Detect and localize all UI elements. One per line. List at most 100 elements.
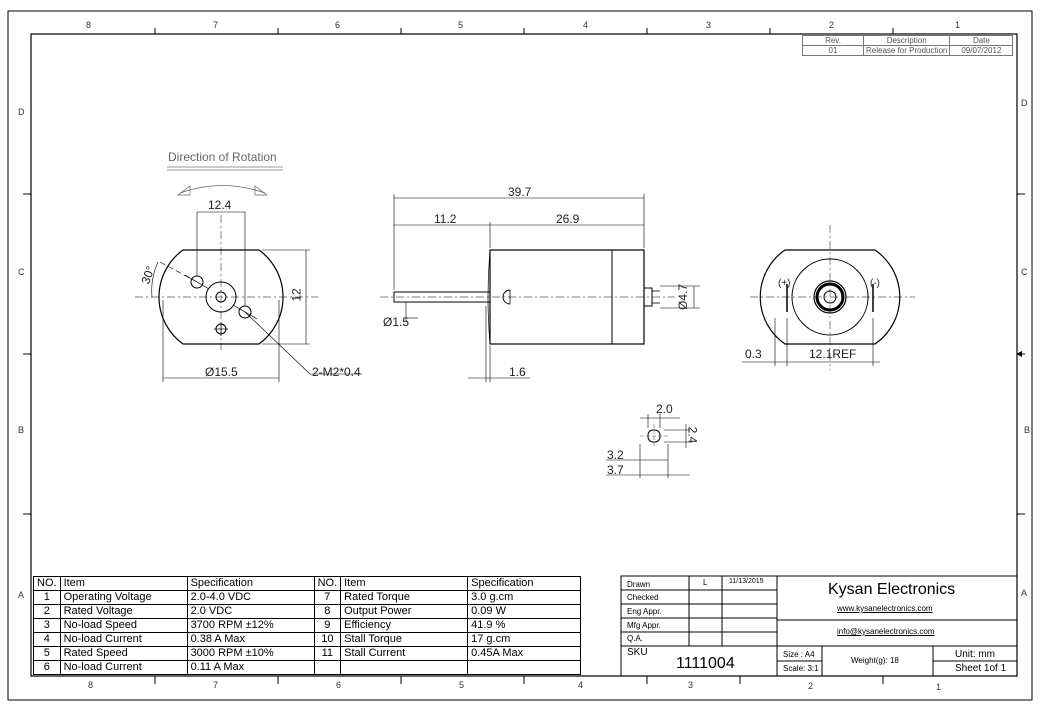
terminal-plus-label: (+): [778, 278, 791, 289]
spec-header-no: NO.: [33, 576, 61, 591]
spec-cell: 10: [313, 632, 342, 647]
qa-label: Q.A.: [627, 634, 644, 643]
spec-cell: 0.45A Max: [467, 646, 582, 661]
zone-bottom-5: 5: [459, 680, 465, 690]
spec-cell: 3.0 g.cm: [467, 590, 582, 605]
dim-3-7: 3.7: [607, 463, 624, 477]
table-row: 2 Rated Voltage 2.0 VDC 8 Output Power 0…: [33, 604, 582, 619]
zone-top-1: 1: [955, 20, 961, 30]
spec-cell: 2.0-4.0 VDC: [186, 590, 315, 605]
zone-right-b: B: [1024, 425, 1031, 435]
spec-cell: 5: [33, 646, 61, 661]
spec-cell: 41.9 %: [467, 618, 582, 633]
spec-cell: 0.09 W: [467, 604, 582, 619]
dim-2-0: 2.0: [656, 402, 673, 416]
side-view: [380, 194, 700, 382]
dim-12-1-ref: 12.1REF: [809, 347, 857, 361]
detail-view: [606, 414, 690, 478]
spec-cell: Rated Torque: [340, 590, 469, 605]
zone-bottom-4: 4: [578, 680, 584, 690]
zone-bottom-2: 2: [808, 681, 814, 691]
title-block-frame: [620, 575, 1018, 677]
dim-m2-thread: 2-M2*0.4: [312, 365, 361, 379]
spec-cell: No-load Current: [59, 660, 188, 675]
drawn-date: 11/13/2015: [729, 578, 764, 585]
spec-header-no-2: NO.: [313, 576, 342, 591]
revision-table: Rev. Description Date 01 Release for Pro…: [802, 35, 1014, 56]
sheet-size: Size : A4: [783, 650, 815, 659]
spec-header-spec-2: Specification: [467, 576, 582, 591]
zone-right-d: D: [1021, 98, 1028, 108]
zone-left-b: B: [18, 425, 25, 435]
drawn-by: L: [703, 578, 708, 587]
table-row: 5 Rated Speed 3000 RPM ±10% 11 Stall Cur…: [33, 646, 582, 661]
zone-bottom-8: 8: [88, 680, 94, 690]
eng-appr-label: Eng Appr.: [627, 607, 662, 616]
zone-top-8: 8: [86, 20, 92, 30]
table-row: 6 No-load Current 0.11 A Max: [33, 660, 582, 675]
spec-cell: 11: [313, 646, 342, 661]
spec-cell: 3: [33, 618, 61, 633]
spec-cell: [467, 660, 582, 675]
zone-top-5: 5: [458, 20, 464, 30]
rev-cell-date: 09/07/2012: [949, 45, 1014, 56]
weight: Weight(g): 18: [851, 656, 899, 665]
spec-cell: Stall Torque: [340, 632, 469, 647]
sheet-number: Sheet 1of 1: [955, 663, 1007, 674]
zone-top-2: 2: [829, 20, 835, 30]
spec-cell: 8: [313, 604, 342, 619]
zone-bottom-1: 1: [936, 682, 942, 692]
direction-of-rotation-label: Direction of Rotation: [168, 150, 277, 164]
spec-cell: 6: [33, 660, 61, 675]
dim-26-9: 26.9: [556, 212, 580, 226]
table-row: 4 No-load Current 0.38 A Max 10 Stall To…: [33, 632, 582, 647]
zone-right-c: C: [1021, 267, 1028, 277]
rev-cell-description: Release for Production: [862, 45, 951, 56]
spec-cell: Rated Voltage: [59, 604, 188, 619]
dim-d4-7: Ø4.7: [676, 283, 691, 311]
spec-cell: 1: [33, 590, 61, 605]
dim-12-4: 12.4: [208, 198, 232, 212]
zone-bottom-6: 6: [336, 680, 342, 690]
spec-cell: 4: [33, 632, 61, 647]
spec-cell: Operating Voltage: [59, 590, 188, 605]
spec-cell: Rated Speed: [59, 646, 188, 661]
specification-table: NO. Item Specification NO. Item Specific…: [33, 576, 582, 675]
zone-bottom-7: 7: [213, 680, 219, 690]
zone-left-a: A: [18, 590, 25, 600]
spec-cell: 9: [313, 618, 342, 633]
zone-top-6: 6: [335, 20, 341, 30]
spec-cell: 3000 RPM ±10%: [186, 646, 315, 661]
dim-11-2: 11.2: [434, 212, 457, 226]
drawing-scale: Scale: 3:1: [783, 664, 819, 673]
rev-cell-rev: 01: [802, 45, 864, 56]
dim-3-2: 3.2: [607, 448, 624, 462]
table-row: 1 Operating Voltage 2.0-4.0 VDC 7 Rated …: [33, 590, 582, 605]
dim-1-6: 1.6: [509, 365, 526, 379]
spec-cell: 2: [33, 604, 61, 619]
spec-cell: Stall Current: [340, 646, 469, 661]
checked-label: Checked: [627, 593, 659, 602]
spec-header-spec: Specification: [186, 576, 315, 591]
zone-bottom-3: 3: [688, 680, 694, 690]
mfg-appr-label: Mfg Appr.: [627, 621, 661, 630]
dim-d1-5: Ø1.5: [383, 315, 410, 329]
zone-right-a: A: [1021, 588, 1028, 598]
dim-12: 12: [289, 288, 304, 302]
front-view: [135, 166, 362, 382]
spec-cell: Output Power: [340, 604, 469, 619]
spec-cell: Efficiency: [340, 618, 469, 633]
spec-cell: [313, 660, 342, 675]
spec-cell: 7: [313, 590, 342, 605]
zone-top-4: 4: [583, 20, 589, 30]
company-website[interactable]: www.kysanelectronics.com: [837, 604, 933, 613]
spec-cell: 3700 RPM ±12%: [186, 618, 315, 633]
spec-cell: 0.38 A Max: [186, 632, 315, 647]
company-name: Kysan Electronics: [828, 581, 956, 598]
rev-header-description: Description: [862, 35, 951, 46]
spec-header-item-2: Item: [340, 576, 469, 591]
rev-header-rev: Rev.: [802, 35, 864, 46]
dim-39-7: 39.7: [508, 185, 532, 199]
company-email[interactable]: info@kysanelectronics.com: [837, 627, 935, 636]
zone-top-7: 7: [213, 20, 219, 30]
